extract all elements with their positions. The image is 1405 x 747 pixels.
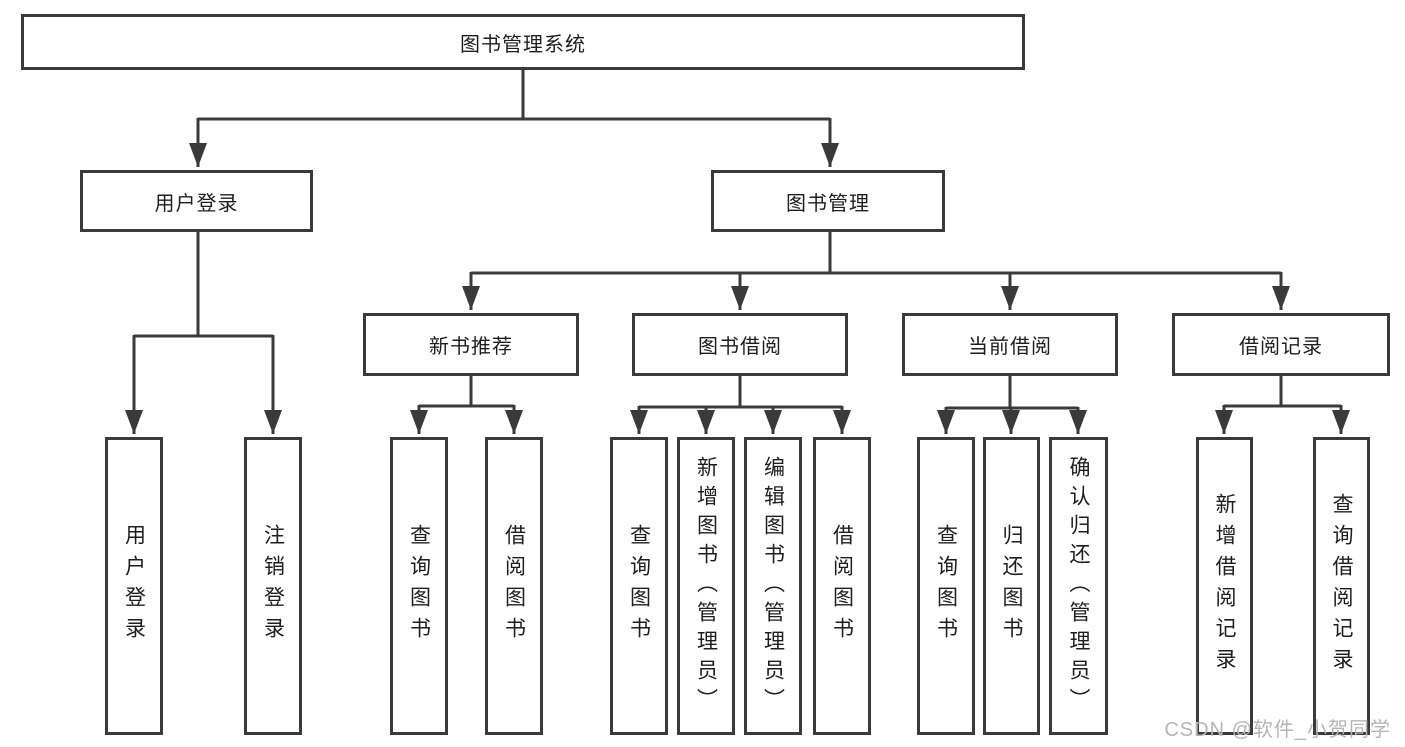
node-current-borrow-label: 当前借阅 [968, 336, 1052, 358]
leaf-borrow-borrow-book-label: 借阅图书 [830, 524, 854, 648]
leaf-records-query: 查询借阅记录 [1313, 437, 1370, 735]
connector-new-books-children [410, 376, 523, 434]
node-user-login: 用户登录 [80, 170, 313, 232]
leaf-newbooks-query: 查询图书 [390, 437, 448, 735]
leaf-borrow-query-label: 查询图书 [627, 524, 651, 648]
leaf-current-confirm-return-label: 确认归还（管理员） [1067, 455, 1090, 717]
connector-borrow-records-children [1215, 376, 1350, 434]
leaf-borrow-edit-book: 编辑图书（管理员） [744, 437, 802, 735]
node-book-borrow-label: 图书借阅 [698, 336, 782, 358]
connector-current-borrow-children [937, 376, 1087, 434]
leaf-current-query: 查询图书 [917, 437, 975, 735]
node-user-login-label: 用户登录 [154, 192, 239, 215]
leaf-newbooks-borrow: 借阅图书 [485, 437, 543, 735]
leaf-user-login: 用户登录 [105, 437, 163, 735]
node-borrow-records-label: 借阅记录 [1239, 336, 1323, 358]
csdn-watermark: CSDN @软件_小贺同学 [1164, 719, 1391, 741]
leaf-user-login-label: 用户登录 [122, 524, 146, 648]
leaf-current-return: 归还图书 [983, 437, 1040, 735]
node-root: 图书管理系统 [21, 14, 1025, 70]
leaf-current-confirm-return: 确认归还（管理员） [1049, 437, 1108, 735]
leaf-borrow-add-book: 新增图书（管理员） [677, 437, 735, 735]
node-new-books: 新书推荐 [363, 313, 579, 376]
connector-book-mgmt-children [462, 232, 1290, 310]
leaf-newbooks-query-label: 查询图书 [407, 524, 431, 648]
leaf-logout-label: 注销登录 [261, 524, 285, 648]
node-current-borrow: 当前借阅 [902, 313, 1118, 376]
node-borrow-records: 借阅记录 [1172, 313, 1390, 376]
leaf-borrow-add-book-label: 新增图书（管理员） [694, 455, 718, 717]
leaf-logout: 注销登录 [244, 437, 302, 735]
leaf-borrow-edit-book-label: 编辑图书（管理员） [761, 455, 785, 717]
leaf-borrow-query: 查询图书 [610, 437, 668, 735]
node-root-label: 图书管理系统 [460, 33, 586, 56]
leaf-current-query-label: 查询图书 [934, 524, 958, 648]
leaf-borrow-borrow-book: 借阅图书 [813, 437, 871, 735]
leaf-records-add-label: 新增借阅记录 [1213, 493, 1236, 679]
connector-book-borrow-children [630, 376, 851, 434]
connector-user-login-children [125, 232, 282, 434]
node-book-mgmt: 图书管理 [711, 170, 945, 232]
node-new-books-label: 新书推荐 [429, 336, 513, 358]
leaf-newbooks-borrow-label: 借阅图书 [502, 524, 526, 648]
connector-root-to-level2 [189, 70, 839, 167]
leaf-records-query-label: 查询借阅记录 [1330, 493, 1353, 679]
leaf-records-add: 新增借阅记录 [1196, 437, 1253, 735]
node-book-mgmt-label: 图书管理 [786, 192, 870, 215]
leaf-current-return-label: 归还图书 [1000, 524, 1023, 648]
node-book-borrow: 图书借阅 [632, 313, 848, 376]
